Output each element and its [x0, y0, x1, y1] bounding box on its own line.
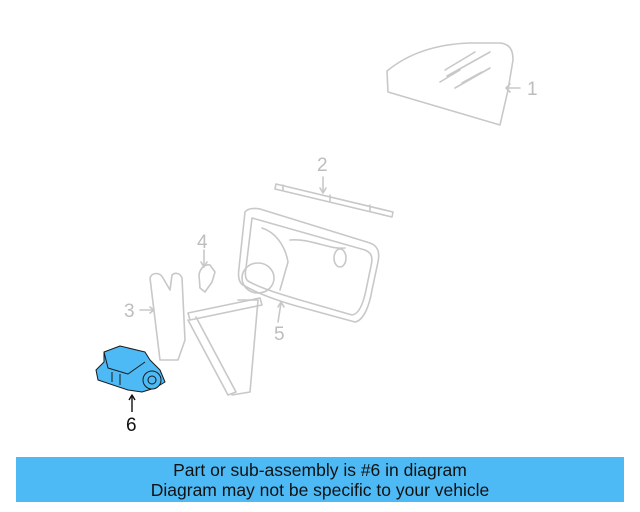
callout-6: 6: [126, 415, 137, 436]
part-4-bracket[interactable]: [198, 249, 216, 293]
part-2-run-channel[interactable]: [274, 176, 394, 218]
part-1-door-glass[interactable]: [386, 42, 521, 126]
parts-diagram: [95, 42, 521, 412]
banner-line-part: Part or sub-assembly is #6 in diagram: [173, 460, 467, 480]
info-banner: Part or sub-assembly is #6 in diagram Di…: [16, 457, 624, 502]
part-3-regulator[interactable]: [139, 272, 263, 396]
callout-2: 2: [317, 155, 328, 176]
callout-4: 4: [197, 232, 208, 253]
part-6-window-motor[interactable]: [95, 345, 166, 412]
part-5-door-panel[interactable]: [237, 207, 380, 323]
callout-5: 5: [274, 324, 285, 345]
callout-3: 3: [124, 301, 135, 322]
banner-line-disclaimer: Diagram may not be specific to your vehi…: [150, 480, 490, 500]
callout-1: 1: [527, 79, 538, 100]
